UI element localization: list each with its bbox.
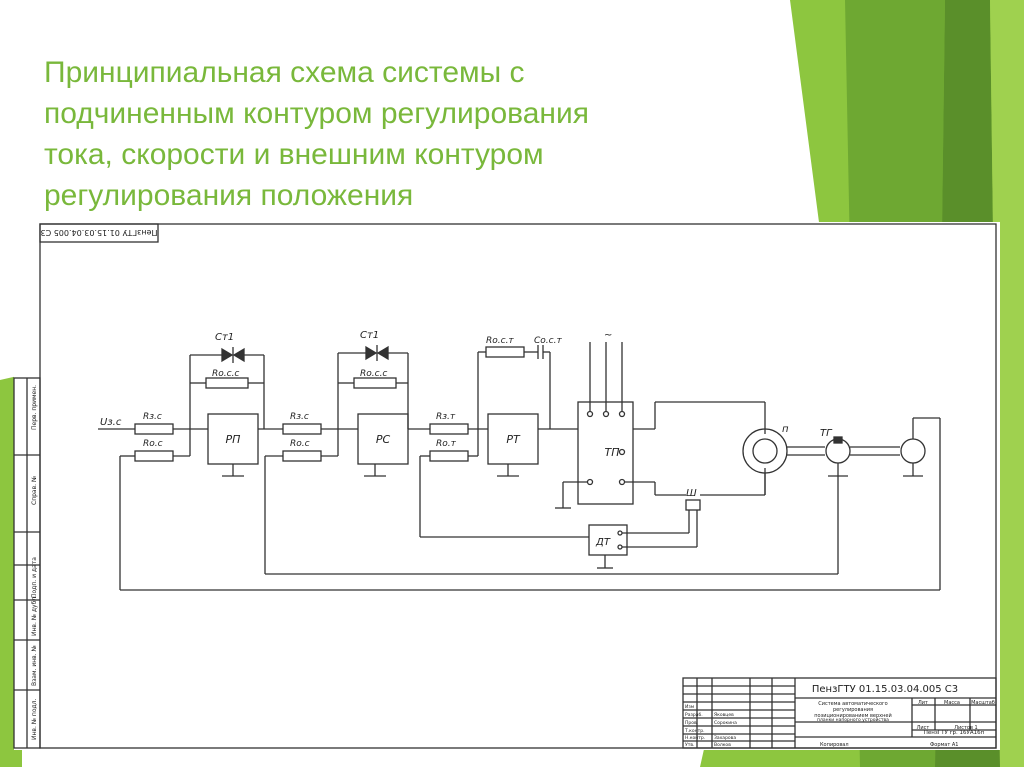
tb-doc-code: ПензГТУ 01.15.03.04.005 С3 <box>812 684 958 695</box>
stabilitron-1a <box>221 347 234 363</box>
tb-name-2: Сорокина <box>714 720 737 726</box>
label-tilde: ~ <box>604 330 612 341</box>
strip-text-4: Инв. № дубл. <box>31 595 38 636</box>
left-strip: Перв. примен. Справ. № Подп. и дата Инв.… <box>13 377 41 749</box>
strip-text-3: Подп. и дата <box>31 557 38 598</box>
label-r-zs: Rз.с <box>143 412 162 422</box>
stamp-text: ПензГТУ 01.15.03.04.005 С3 <box>41 228 158 237</box>
tb-role-6: Утв. <box>685 742 694 748</box>
tb-copied: Копировал <box>820 742 849 748</box>
label-r-oss-1: Rо.с.с <box>212 369 239 379</box>
label-r-zt: Rз.т <box>436 412 456 422</box>
label-tp: ТП <box>605 446 620 459</box>
tb-role-2: Разраб. <box>685 712 703 718</box>
tb-name-5: Захарова <box>714 735 736 741</box>
label-n: п <box>782 424 789 435</box>
label-rs: РС <box>376 433 391 446</box>
tb-scale: Масштаб <box>971 700 995 706</box>
label-st1-a: Ст1 <box>215 332 234 343</box>
tb-name-6: Волков <box>714 742 731 748</box>
tb-desc-1: Система автоматического <box>818 701 887 707</box>
title-line-4: регулирования положения <box>44 179 414 212</box>
strip-text-2: Справ. № <box>31 476 38 505</box>
block-rt <box>487 413 539 465</box>
title-block: ПензГТУ 01.15.03.04.005 С3 Система автом… <box>682 677 997 749</box>
stabilitron-2b <box>376 345 389 361</box>
label-r-oss-2: Rо.с.с <box>360 369 387 379</box>
title-line-1: Принципиальная схема системы с <box>44 56 525 89</box>
block-rs <box>357 413 409 465</box>
tb-sheets: Листов 1 <box>954 725 977 731</box>
block-dt <box>588 524 628 556</box>
title-line-3: тока, скорости и внешним контуром <box>44 138 544 171</box>
title-line-2: подчиненным контуром регулирования <box>44 97 589 130</box>
stamp-box <box>39 223 159 243</box>
tb-sheet: Лист <box>917 725 930 731</box>
label-dt: ДТ <box>595 537 611 548</box>
label-sh: Ш <box>686 488 697 499</box>
tb-role-5: Н.контр. <box>685 735 705 741</box>
circuit: Uз.с Rз.с Rо.с РП Ст1 Rо.с.с Rз.с Rо.с Р… <box>98 330 941 591</box>
tb-role-3: Пров. <box>685 720 698 726</box>
label-rt: РТ <box>506 433 521 446</box>
tb-name-1: Яковцев <box>714 712 734 718</box>
tb-desc-4: планки напорного устройства <box>817 716 889 723</box>
tb-mass: Масса <box>944 700 960 706</box>
label-r-os-2: Rо.с <box>290 439 310 449</box>
slide-title: Принципиальная схема системы с подчиненн… <box>44 52 694 216</box>
label-rp: РП <box>226 433 241 446</box>
strip-text-1: Перв. примен. <box>31 385 38 430</box>
label-u-zs: Uз.с <box>100 417 122 428</box>
strip-text-5: Взам. инв. № <box>31 645 38 686</box>
strip-text-6: Инв. № подл. <box>31 699 38 740</box>
tb-desc-2: регулирования <box>833 707 873 713</box>
label-st1-b: Ст1 <box>360 330 379 341</box>
label-r-ot: Rо.т <box>436 439 457 449</box>
tb-role-1: Изм <box>685 704 694 710</box>
stabilitron-2a <box>365 345 378 361</box>
tb-role-4: Т.контр. <box>684 728 705 734</box>
label-r-zs-2: Rз.с <box>290 412 309 422</box>
shunt-sh <box>685 499 701 511</box>
sheet-background <box>14 222 1000 750</box>
tb-lit: Лит <box>918 700 928 706</box>
stabilitron-1b <box>232 347 245 363</box>
label-tg: ТГ <box>820 428 833 439</box>
label-r-os: Rо.с <box>143 439 163 449</box>
tb-desc-3: позиционированием верхней <box>814 712 891 719</box>
label-r-ost: Rо.с.т <box>486 336 514 346</box>
label-c-ost: Cо.с.т <box>534 336 562 346</box>
tb-group: ПензГТУ гр. 16УА16п <box>924 730 985 736</box>
tb-format: Формат А1 <box>930 742 958 748</box>
